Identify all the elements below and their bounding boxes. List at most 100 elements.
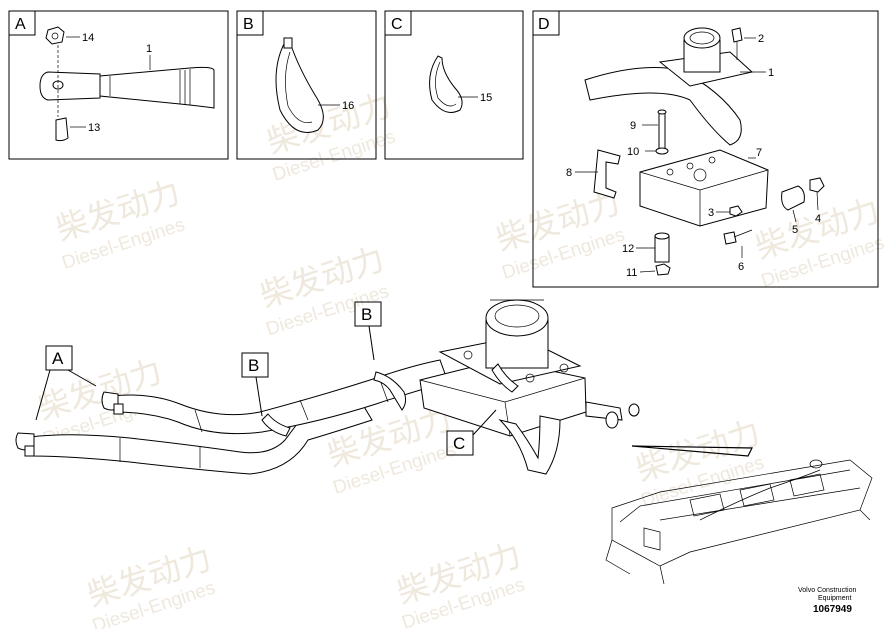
hose-route bbox=[699, 469, 821, 521]
pointer-line bbox=[472, 409, 497, 436]
view-tag-label: B bbox=[248, 356, 259, 375]
cable-tie-head bbox=[283, 37, 293, 49]
callout-7: 7 bbox=[756, 147, 762, 159]
frame-legs bbox=[605, 509, 871, 585]
nut-thread bbox=[51, 32, 59, 40]
nut-icon bbox=[729, 205, 743, 217]
callout-16: 16 bbox=[342, 100, 354, 112]
reservoir-cap bbox=[683, 27, 721, 49]
hose bbox=[99, 66, 215, 109]
panel-tag bbox=[532, 10, 560, 36]
engine-blocks bbox=[689, 473, 825, 517]
callout-3: 3 bbox=[708, 207, 714, 219]
cap-top bbox=[494, 304, 540, 328]
pointer-line bbox=[35, 369, 51, 421]
bolt-icon bbox=[658, 111, 666, 153]
hose-drop bbox=[498, 415, 561, 475]
bracket-edges bbox=[639, 169, 769, 226]
pointer-line bbox=[255, 376, 263, 417]
spacer-top bbox=[654, 232, 670, 240]
callout-1: 1 bbox=[146, 43, 152, 55]
callout-10: 10 bbox=[627, 146, 639, 158]
panel-tag-label: B bbox=[243, 16, 254, 33]
panel-tag-label: C bbox=[391, 16, 403, 33]
cable-tie bbox=[491, 363, 519, 393]
hose-ridges bbox=[184, 69, 191, 105]
bolt-icon bbox=[731, 27, 743, 43]
view-tag-label: A bbox=[52, 349, 64, 368]
callout-11: 11 bbox=[626, 267, 637, 279]
leader-line bbox=[792, 209, 797, 223]
cap-top bbox=[689, 31, 715, 45]
callout-13: 13 bbox=[88, 122, 100, 134]
panel-a: A 14 1 13 bbox=[8, 10, 229, 160]
bracket-hole bbox=[708, 156, 716, 164]
fastener bbox=[525, 373, 535, 383]
view-tag-label: B bbox=[361, 305, 372, 324]
callout-12: 12 bbox=[622, 243, 634, 255]
hose-sleeve-edges bbox=[109, 70, 181, 104]
footer-line1: Volvo Construction bbox=[798, 587, 856, 594]
footer: Volvo Construction Equipment 1067949 bbox=[798, 587, 856, 615]
bolt-head bbox=[657, 109, 667, 115]
callout-15: 15 bbox=[480, 92, 492, 104]
pointer-line bbox=[368, 325, 375, 361]
panel-c: C 15 bbox=[384, 10, 524, 160]
callout-4: 4 bbox=[815, 213, 821, 225]
bracket-hole bbox=[693, 168, 707, 182]
view-tag bbox=[354, 301, 382, 327]
callout-5: 5 bbox=[792, 224, 798, 236]
panel-tag bbox=[8, 10, 36, 36]
fitting-nut bbox=[628, 403, 640, 417]
battery-box bbox=[643, 527, 661, 551]
view-tag bbox=[241, 352, 269, 378]
bracket bbox=[639, 149, 769, 227]
cable-tie-inner bbox=[285, 51, 313, 123]
cable-tie bbox=[373, 371, 407, 411]
hose-sleeve-edges bbox=[194, 379, 389, 433]
fastener bbox=[463, 350, 473, 360]
bolt-icon bbox=[723, 231, 737, 245]
nut-icon bbox=[655, 263, 671, 276]
machine-overview bbox=[605, 459, 873, 585]
bushing-icon bbox=[781, 185, 805, 211]
main-labels: A B B C bbox=[35, 301, 497, 456]
bolt-shank bbox=[733, 229, 753, 238]
panel-tag bbox=[384, 10, 412, 36]
fitting-nut bbox=[605, 411, 619, 429]
washer-icon bbox=[655, 147, 669, 155]
view-tag bbox=[446, 430, 474, 456]
spacer-icon bbox=[654, 235, 670, 263]
panel-frame bbox=[8, 10, 229, 160]
footer-number: 1067949 bbox=[813, 604, 852, 615]
cable-tie-icon bbox=[275, 41, 324, 133]
callout-9: 9 bbox=[630, 120, 636, 132]
panel-frame bbox=[384, 10, 524, 160]
view-tag bbox=[45, 345, 73, 371]
panel-tag-label: D bbox=[538, 16, 550, 33]
bracket-hole bbox=[666, 168, 674, 176]
ring-terminal bbox=[39, 71, 101, 101]
callout-6: 6 bbox=[738, 261, 744, 273]
nut-icon bbox=[809, 177, 825, 193]
nut-icon bbox=[45, 26, 65, 45]
main-assembly bbox=[15, 299, 640, 475]
pointer-line bbox=[67, 369, 97, 387]
leader-line bbox=[816, 191, 819, 211]
screw-icon bbox=[55, 117, 69, 142]
view-arrow-icon bbox=[631, 445, 753, 457]
clip-icon bbox=[593, 149, 621, 199]
panel-frame bbox=[236, 10, 377, 160]
callout-2: 2 bbox=[758, 33, 764, 45]
terminal-screw bbox=[113, 403, 124, 415]
terminal-screw bbox=[24, 445, 35, 457]
fastener bbox=[559, 363, 569, 373]
panel-d: D bbox=[532, 10, 879, 288]
panel-tag bbox=[236, 10, 264, 36]
reservoir-small bbox=[809, 459, 823, 469]
callout-1: 1 bbox=[768, 67, 774, 79]
view-tag-label: C bbox=[453, 434, 465, 453]
panel-frame bbox=[532, 10, 879, 288]
hose-sleeve-edges bbox=[119, 438, 201, 468]
